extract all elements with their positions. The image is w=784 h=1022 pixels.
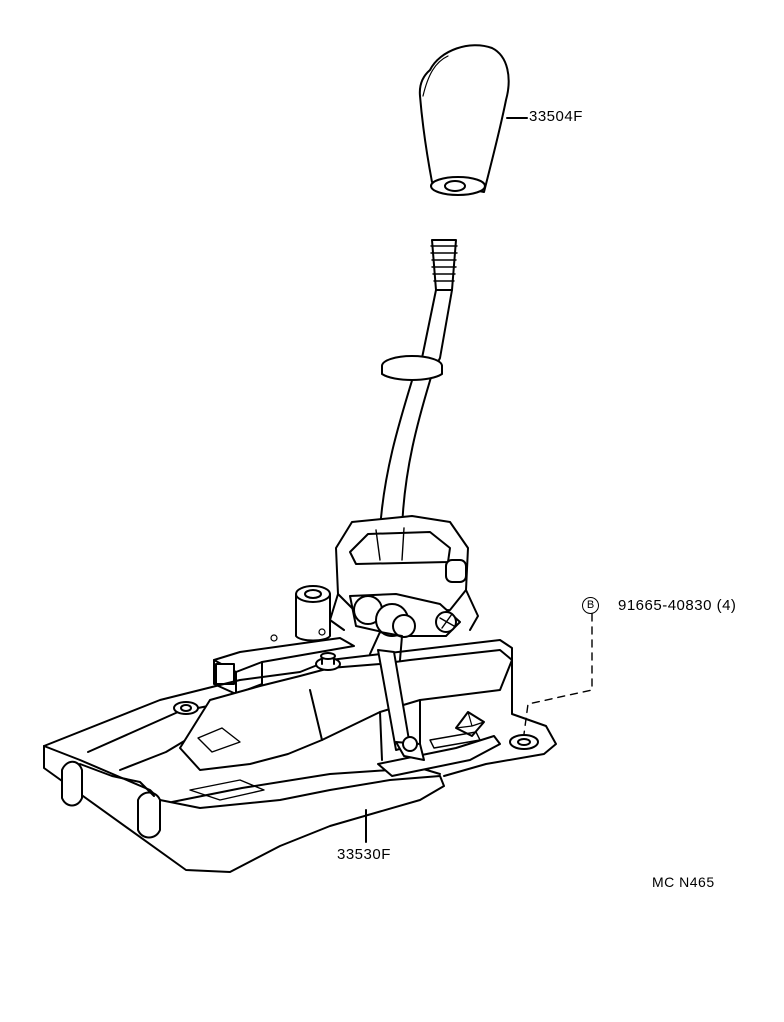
bolt-marker-badge: B (582, 597, 599, 614)
shift-lever (379, 239, 458, 531)
knob-part-number: 33504F (529, 108, 583, 125)
bolt-part-number: 91665-40830 (4) (618, 597, 737, 614)
shift-knob (418, 44, 510, 196)
bolt-leader (523, 613, 593, 735)
base-part-number: 33530F (337, 846, 391, 863)
shift-link (369, 631, 501, 777)
shift-lever-base (43, 639, 557, 873)
diagram-reference: MC N465 (652, 874, 715, 890)
selector-linkage (349, 593, 461, 638)
pivot-cylinder (295, 585, 331, 642)
selector-housing (329, 515, 479, 631)
